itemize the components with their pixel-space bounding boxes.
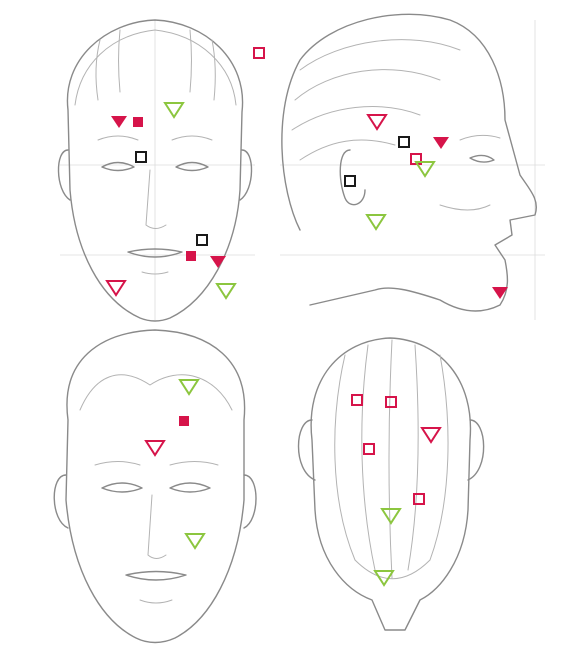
front-face-top-sketch [57, 19, 253, 322]
side-profile-sketch [281, 13, 537, 312]
marker-open-square-crimson [385, 396, 397, 408]
marker-open-square-crimson [413, 493, 425, 505]
marker-open-square-black [135, 151, 147, 163]
marker-open-triangle-crimson [366, 114, 388, 131]
marker-open-triangle-lime [380, 508, 402, 525]
side-profile-markers [344, 114, 508, 299]
marker-filled-triangle-crimson [210, 256, 226, 268]
marker-open-triangle-crimson [144, 440, 166, 457]
back-of-head-markers [351, 394, 442, 587]
marker-open-triangle-lime [178, 379, 200, 396]
marker-open-triangle-lime [414, 161, 436, 178]
marker-open-square-crimson [253, 47, 265, 59]
front-face-bottom-sketch [53, 329, 257, 644]
marker-filled-square-crimson [179, 416, 189, 426]
marker-open-triangle-lime [365, 214, 387, 231]
marker-open-square-crimson [351, 394, 363, 406]
back-of-head-sketch [297, 337, 485, 631]
marker-open-triangle-lime [373, 570, 395, 587]
marker-open-square-black [398, 136, 410, 148]
marker-filled-square-crimson [133, 117, 143, 127]
marker-filled-triangle-crimson [433, 137, 449, 149]
grid-guides [60, 20, 545, 320]
marker-open-square-crimson [363, 443, 375, 455]
front-face-top-markers [105, 47, 265, 300]
front-face-bottom-markers [144, 379, 206, 550]
marker-open-triangle-lime [215, 283, 237, 300]
marker-filled-square-crimson [186, 251, 196, 261]
marker-open-triangle-crimson [420, 427, 442, 444]
marker-filled-triangle-crimson [111, 116, 127, 128]
marker-open-square-crimson [410, 153, 422, 165]
marker-open-triangle-crimson [105, 280, 127, 297]
marker-open-square-black [344, 175, 356, 187]
marker-filled-triangle-crimson [492, 287, 508, 299]
marker-open-triangle-lime [184, 533, 206, 550]
marker-open-triangle-lime [163, 102, 185, 119]
marker-open-square-black [196, 234, 208, 246]
